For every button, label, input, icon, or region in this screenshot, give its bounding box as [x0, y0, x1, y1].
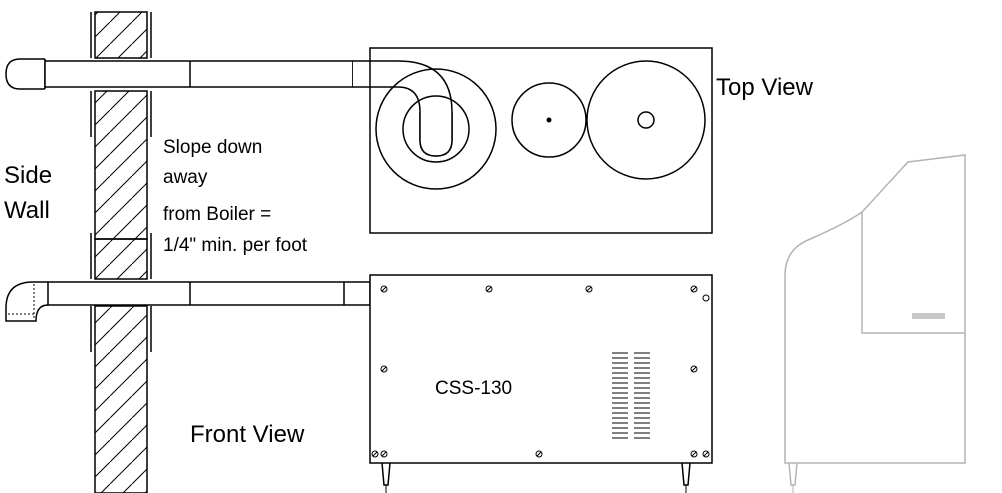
- boiler-front-view: [369, 274, 713, 493]
- side-wall: [90, 11, 152, 493]
- ghost-boiler-outline: [784, 154, 966, 493]
- slope-note-line4: 1/4" min. per foot: [163, 235, 308, 256]
- model-label: CSS-130: [435, 378, 512, 399]
- side-wall-label-line2: Wall: [4, 197, 50, 224]
- side-wall-label-line1: Side: [4, 162, 52, 189]
- louver-vents: [612, 352, 650, 439]
- slope-note-line3: from Boiler =: [163, 204, 271, 225]
- top-view-label: Top View: [716, 74, 814, 101]
- boiler-top-view: [369, 47, 713, 234]
- front-view-vent-pipe: [5, 281, 371, 322]
- slope-note-line1: Slope down: [163, 137, 262, 158]
- front-view-label: Front View: [190, 421, 305, 448]
- boiler-legs: [381, 462, 691, 493]
- slope-note-line2: away: [163, 167, 208, 188]
